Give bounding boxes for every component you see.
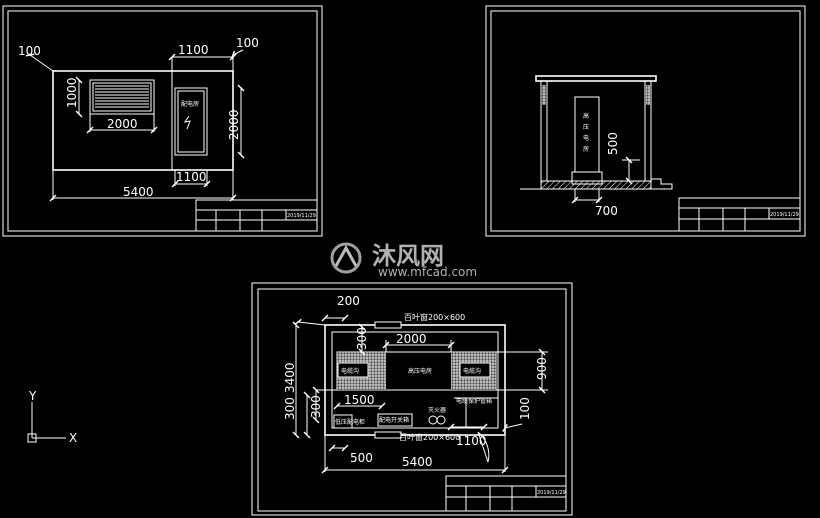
dim-5400: 5400	[402, 455, 433, 469]
cabinet-char-2: 压	[583, 124, 589, 131]
dim-500: 500	[350, 451, 373, 465]
sheet-side-section: 2019/11/29 高 压 电 房 500 700	[485, 5, 806, 237]
dim-2000-v: 2000	[227, 109, 241, 140]
dim-1100-top: 1100	[178, 43, 209, 57]
dim-100-left: 100	[18, 44, 41, 58]
label-hv-room: 高压电房	[408, 367, 432, 375]
dim-1100-bottom: 1100	[176, 170, 207, 184]
dim-100: 100	[518, 397, 532, 420]
title-date-2: 2019/11/29	[770, 212, 799, 218]
dim-300-top: 300	[355, 327, 369, 350]
label-trench-right: 电缆沟	[463, 367, 481, 375]
dim-900: 900	[535, 357, 549, 380]
watermark-url: www.mfcad.com	[378, 265, 477, 279]
dim-1000: 1000	[65, 77, 79, 108]
ucs-y-label: Y	[28, 389, 37, 403]
label-dist-board: 配电开关箱	[379, 416, 409, 424]
watermark-logo	[330, 242, 362, 274]
cabinet-char-1: 高	[583, 112, 589, 120]
dim-1500: 1500	[344, 393, 375, 407]
dim-100-top: 100	[236, 36, 259, 50]
dim-200: 200	[337, 294, 360, 308]
sheet-front-elevation: 2019/11/29 配电房	[2, 5, 323, 237]
label-cable-box: 电缆保护管箱	[456, 397, 492, 405]
title-block-2: 2019/11/29	[678, 197, 801, 232]
title-date-1: 2019/11/29	[287, 213, 316, 219]
vent-top-label: 百叶窗200×600	[404, 312, 465, 322]
vent-bottom-label: 百叶窗200×600	[399, 432, 460, 442]
label-trench-left: 电缆沟	[341, 367, 359, 375]
dim-2000-h: 2000	[107, 117, 138, 131]
title-date-3: 2019/11/29	[537, 490, 566, 496]
dim-2000: 2000	[396, 332, 427, 346]
ucs-x-label: X	[69, 431, 77, 445]
dim-700: 700	[595, 204, 618, 218]
watermark-brand: 沐风网	[372, 242, 444, 270]
cabinet-char-4: 房	[583, 145, 589, 153]
ucs-icon: Y X	[27, 389, 77, 445]
dim-3400: 3400	[283, 362, 297, 393]
dim-300-b: 300	[309, 395, 323, 418]
title-block-1: 2019/11/29	[195, 199, 318, 232]
watermark: 沐风网 www.mfcad.com	[330, 242, 477, 279]
dim-500: 500	[606, 132, 620, 155]
door-label: 配电房	[181, 100, 199, 108]
sheet-floor-plan: 2019/11/29 电缆沟 高压电房 电缆沟 低压配电柜 配电开关箱 灭火器 …	[251, 282, 573, 516]
cabinet-char-3: 电	[583, 134, 589, 142]
dim-1100: 1100	[456, 434, 487, 448]
title-block-3: 2019/11/29	[445, 475, 567, 512]
label-fire: 灭火器	[428, 407, 446, 414]
dim-300-a: 300	[283, 397, 297, 420]
dim-5400: 5400	[123, 185, 154, 199]
label-low-cab: 低压配电柜	[335, 418, 365, 426]
